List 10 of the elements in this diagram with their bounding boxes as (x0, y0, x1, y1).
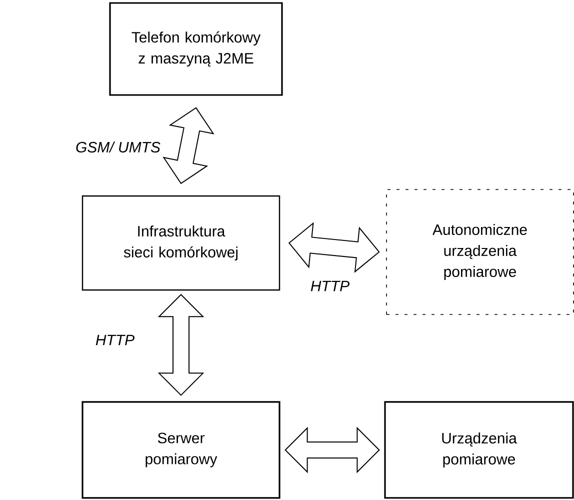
double-arrow (284, 426, 380, 474)
process-box: Urządzenia pomiarowe (384, 401, 574, 499)
process-box: Serwer pomiarowy (82, 401, 280, 499)
edge-label: HTTP (310, 280, 350, 292)
process-box: Infrastruktura sieci komórkowej (82, 195, 280, 291)
double-arrow (162, 107, 214, 184)
edge-label: HTTP (96, 334, 134, 346)
dashed-box: Autonomiczne urządzenia pomiarowe (386, 189, 574, 315)
edge-label: GSM/ UMTS (76, 141, 160, 152)
process-box: Telefon komórkowy z maszyną J2ME (109, 2, 283, 96)
